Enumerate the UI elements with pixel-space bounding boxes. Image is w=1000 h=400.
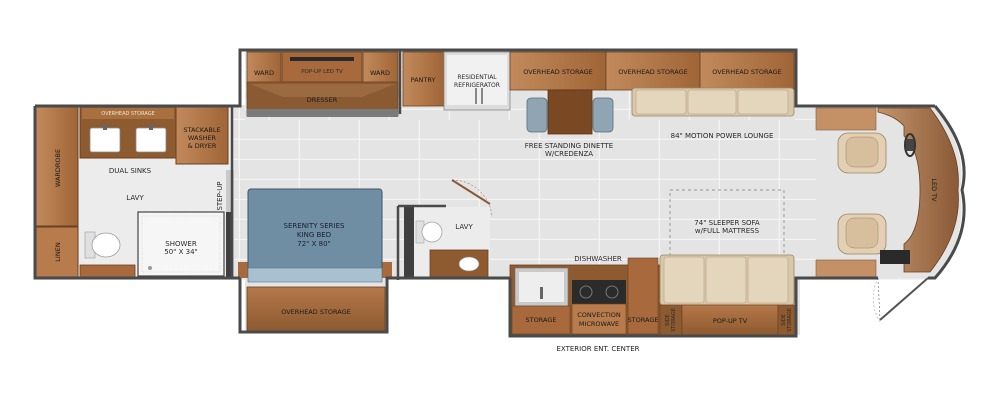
overhead-storage-2-cabinet — [605, 51, 701, 91]
label-lavy-bath: LAVY — [126, 194, 144, 202]
label-sofa-line1: 74" SLEEPER SOFA — [694, 219, 760, 227]
label-side-storage-left-line2: STORAGE — [671, 308, 677, 332]
upper-slide — [246, 51, 795, 135]
labels: WARD POP-UP LED TV WARD DRESSER PANTRY R… — [54, 68, 938, 353]
label-dinette-line2: W/CREDENZA — [545, 150, 593, 158]
half-bath-toilet — [415, 220, 443, 244]
toilet — [84, 231, 121, 259]
label-storage-left: STORAGE — [526, 316, 557, 324]
motion-power-lounge — [631, 87, 795, 117]
residential-refrigerator — [443, 51, 511, 111]
label-shower-line2: 50" X 34" — [164, 248, 198, 256]
label-ward-right: WARD — [370, 69, 390, 77]
label-dresser: DRESSER — [307, 96, 338, 104]
half-bath — [404, 179, 493, 279]
label-lavy-half-bath: LAVY — [455, 223, 473, 231]
bedroom-overhead-storage — [246, 286, 386, 332]
dashboard — [877, 107, 959, 273]
linen-cabinet — [35, 226, 79, 278]
label-convection-line2: MICROWAVE — [579, 320, 619, 328]
label-pantry: PANTRY — [411, 76, 436, 84]
bathroom — [35, 105, 234, 278]
label-side-storage-right-line1: SIDE — [781, 314, 787, 326]
overhead-storage-3-cabinet — [699, 51, 795, 91]
label-popup-tv: POP-UP TV — [713, 317, 748, 325]
cockpit — [815, 105, 962, 323]
label-sofa-line2: w/FULL MATTRESS — [695, 227, 760, 235]
label-dinette-line1: FREE STANDING DINETTE — [525, 142, 613, 150]
label-overhead-storage-3: OVERHEAD STORAGE — [712, 68, 782, 76]
label-side-storage-right-line2: STORAGE — [787, 308, 793, 332]
label-convection-line1: CONVECTION — [577, 311, 621, 319]
popup-tv-cabinet — [681, 304, 779, 336]
label-motion-lounge: 84" MOTION POWER LOUNGE — [671, 132, 774, 140]
label-exterior-ent-center: EXTERIOR ENT. CENTER — [557, 345, 640, 353]
label-stackable-line1: STACKABLE — [183, 126, 220, 134]
dinette — [526, 89, 614, 135]
label-overhead-storage-2: OVERHEAD STORAGE — [618, 68, 688, 76]
kitchen-sink — [514, 267, 569, 307]
label-ward-left: WARD — [254, 69, 274, 77]
kitchen-storage-left-cabinet — [511, 305, 571, 335]
label-bed-line2: KING BED — [297, 231, 331, 239]
label-shower-line1: SHOWER — [165, 240, 197, 248]
sleeper-sofa — [659, 189, 797, 336]
overhead-storage-1-cabinet — [509, 51, 607, 91]
label-dual-sinks: DUAL SINKS — [109, 167, 152, 175]
kitchen — [509, 257, 661, 336]
label-step-up: STEP-UP — [216, 181, 224, 210]
shower — [137, 211, 225, 277]
convection-microwave-cabinet — [571, 303, 627, 335]
walls — [33, 48, 966, 338]
label-side-storage-left-line1: SIDE — [665, 314, 671, 326]
popup-led-tv-cabinet — [281, 51, 363, 83]
king-bed — [247, 188, 383, 283]
label-overhead-storage-1: OVERHEAD STORAGE — [523, 68, 593, 76]
bedroom — [238, 188, 392, 332]
label-led-tv: LED TV — [930, 178, 938, 202]
kitchen-storage-right-cabinet — [627, 257, 659, 335]
label-overhead-storage-bed: OVERHEAD STORAGE — [281, 308, 351, 316]
label-wardrobe: WARDROBE — [54, 149, 62, 187]
label-fridge-line1: RESIDENTIAL — [457, 74, 497, 81]
label-dishwasher: DISHWASHER — [574, 255, 622, 263]
label-stackable-line2: WASHER — [188, 134, 217, 142]
label-linen: LINEN — [54, 242, 62, 262]
driver-seat — [837, 132, 887, 174]
cooktop — [572, 280, 626, 304]
pantry-cabinet — [402, 51, 445, 107]
steering-wheel — [904, 133, 916, 157]
label-overhead-storage-bath: OVERHEAD STORAGE — [101, 111, 154, 117]
passenger-seat — [837, 213, 887, 255]
label-bed-line3: 72" X 80" — [297, 240, 331, 248]
label-storage-right: STORAGE — [628, 316, 659, 324]
label-popup-led-tv: POP-UP LED TV — [301, 69, 343, 75]
label-bed-line1: SERENITY SERIES — [284, 222, 345, 230]
label-fridge-line2: REFRIGERATOR — [454, 82, 500, 89]
label-stackable-line3: & DRYER — [188, 142, 217, 150]
